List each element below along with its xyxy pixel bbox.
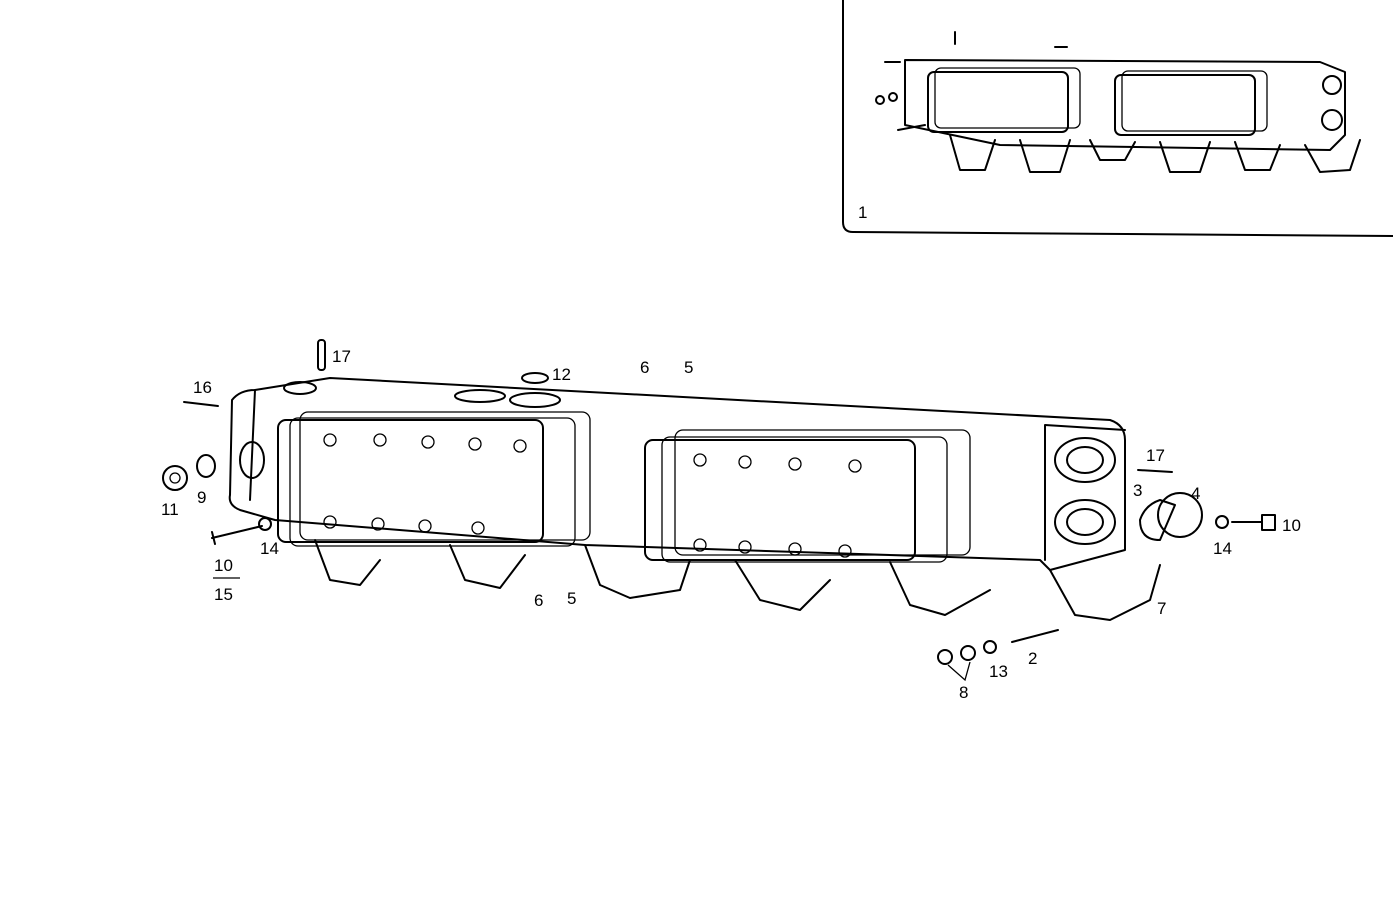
loose-parts bbox=[162, 339, 1276, 682]
callout-9: 9 bbox=[197, 488, 206, 507]
callout-fraction-denominator: 15 bbox=[214, 585, 233, 604]
callout-2: 2 bbox=[1028, 649, 1037, 668]
callout-13: 13 bbox=[989, 662, 1008, 681]
callout-3: 3 bbox=[1133, 481, 1142, 500]
callout-8: 8 bbox=[959, 683, 968, 702]
callout-7: 7 bbox=[1157, 599, 1166, 618]
callout-14: 14 bbox=[1213, 539, 1232, 558]
inset-frame bbox=[842, 0, 1393, 237]
callout-17: 17 bbox=[1146, 446, 1165, 465]
callout-17: 17 bbox=[332, 347, 351, 366]
callout-fraction-numerator: 10 bbox=[214, 556, 233, 575]
callout-6: 6 bbox=[640, 358, 649, 377]
callout-14: 14 bbox=[260, 539, 279, 558]
callout-5: 5 bbox=[684, 358, 693, 377]
callout-11: 11 bbox=[161, 500, 179, 519]
callout-6: 6 bbox=[534, 591, 543, 610]
callout-16: 16 bbox=[193, 378, 212, 397]
inset-label: 1 bbox=[858, 203, 867, 222]
inset-manifold-drawing bbox=[875, 31, 1361, 173]
callout-5: 5 bbox=[567, 589, 576, 608]
callout-10: 10 bbox=[1282, 516, 1301, 535]
callout-4: 4 bbox=[1191, 484, 1200, 503]
callout-12: 12 bbox=[552, 365, 571, 384]
main-manifold-drawing bbox=[228, 377, 1161, 621]
